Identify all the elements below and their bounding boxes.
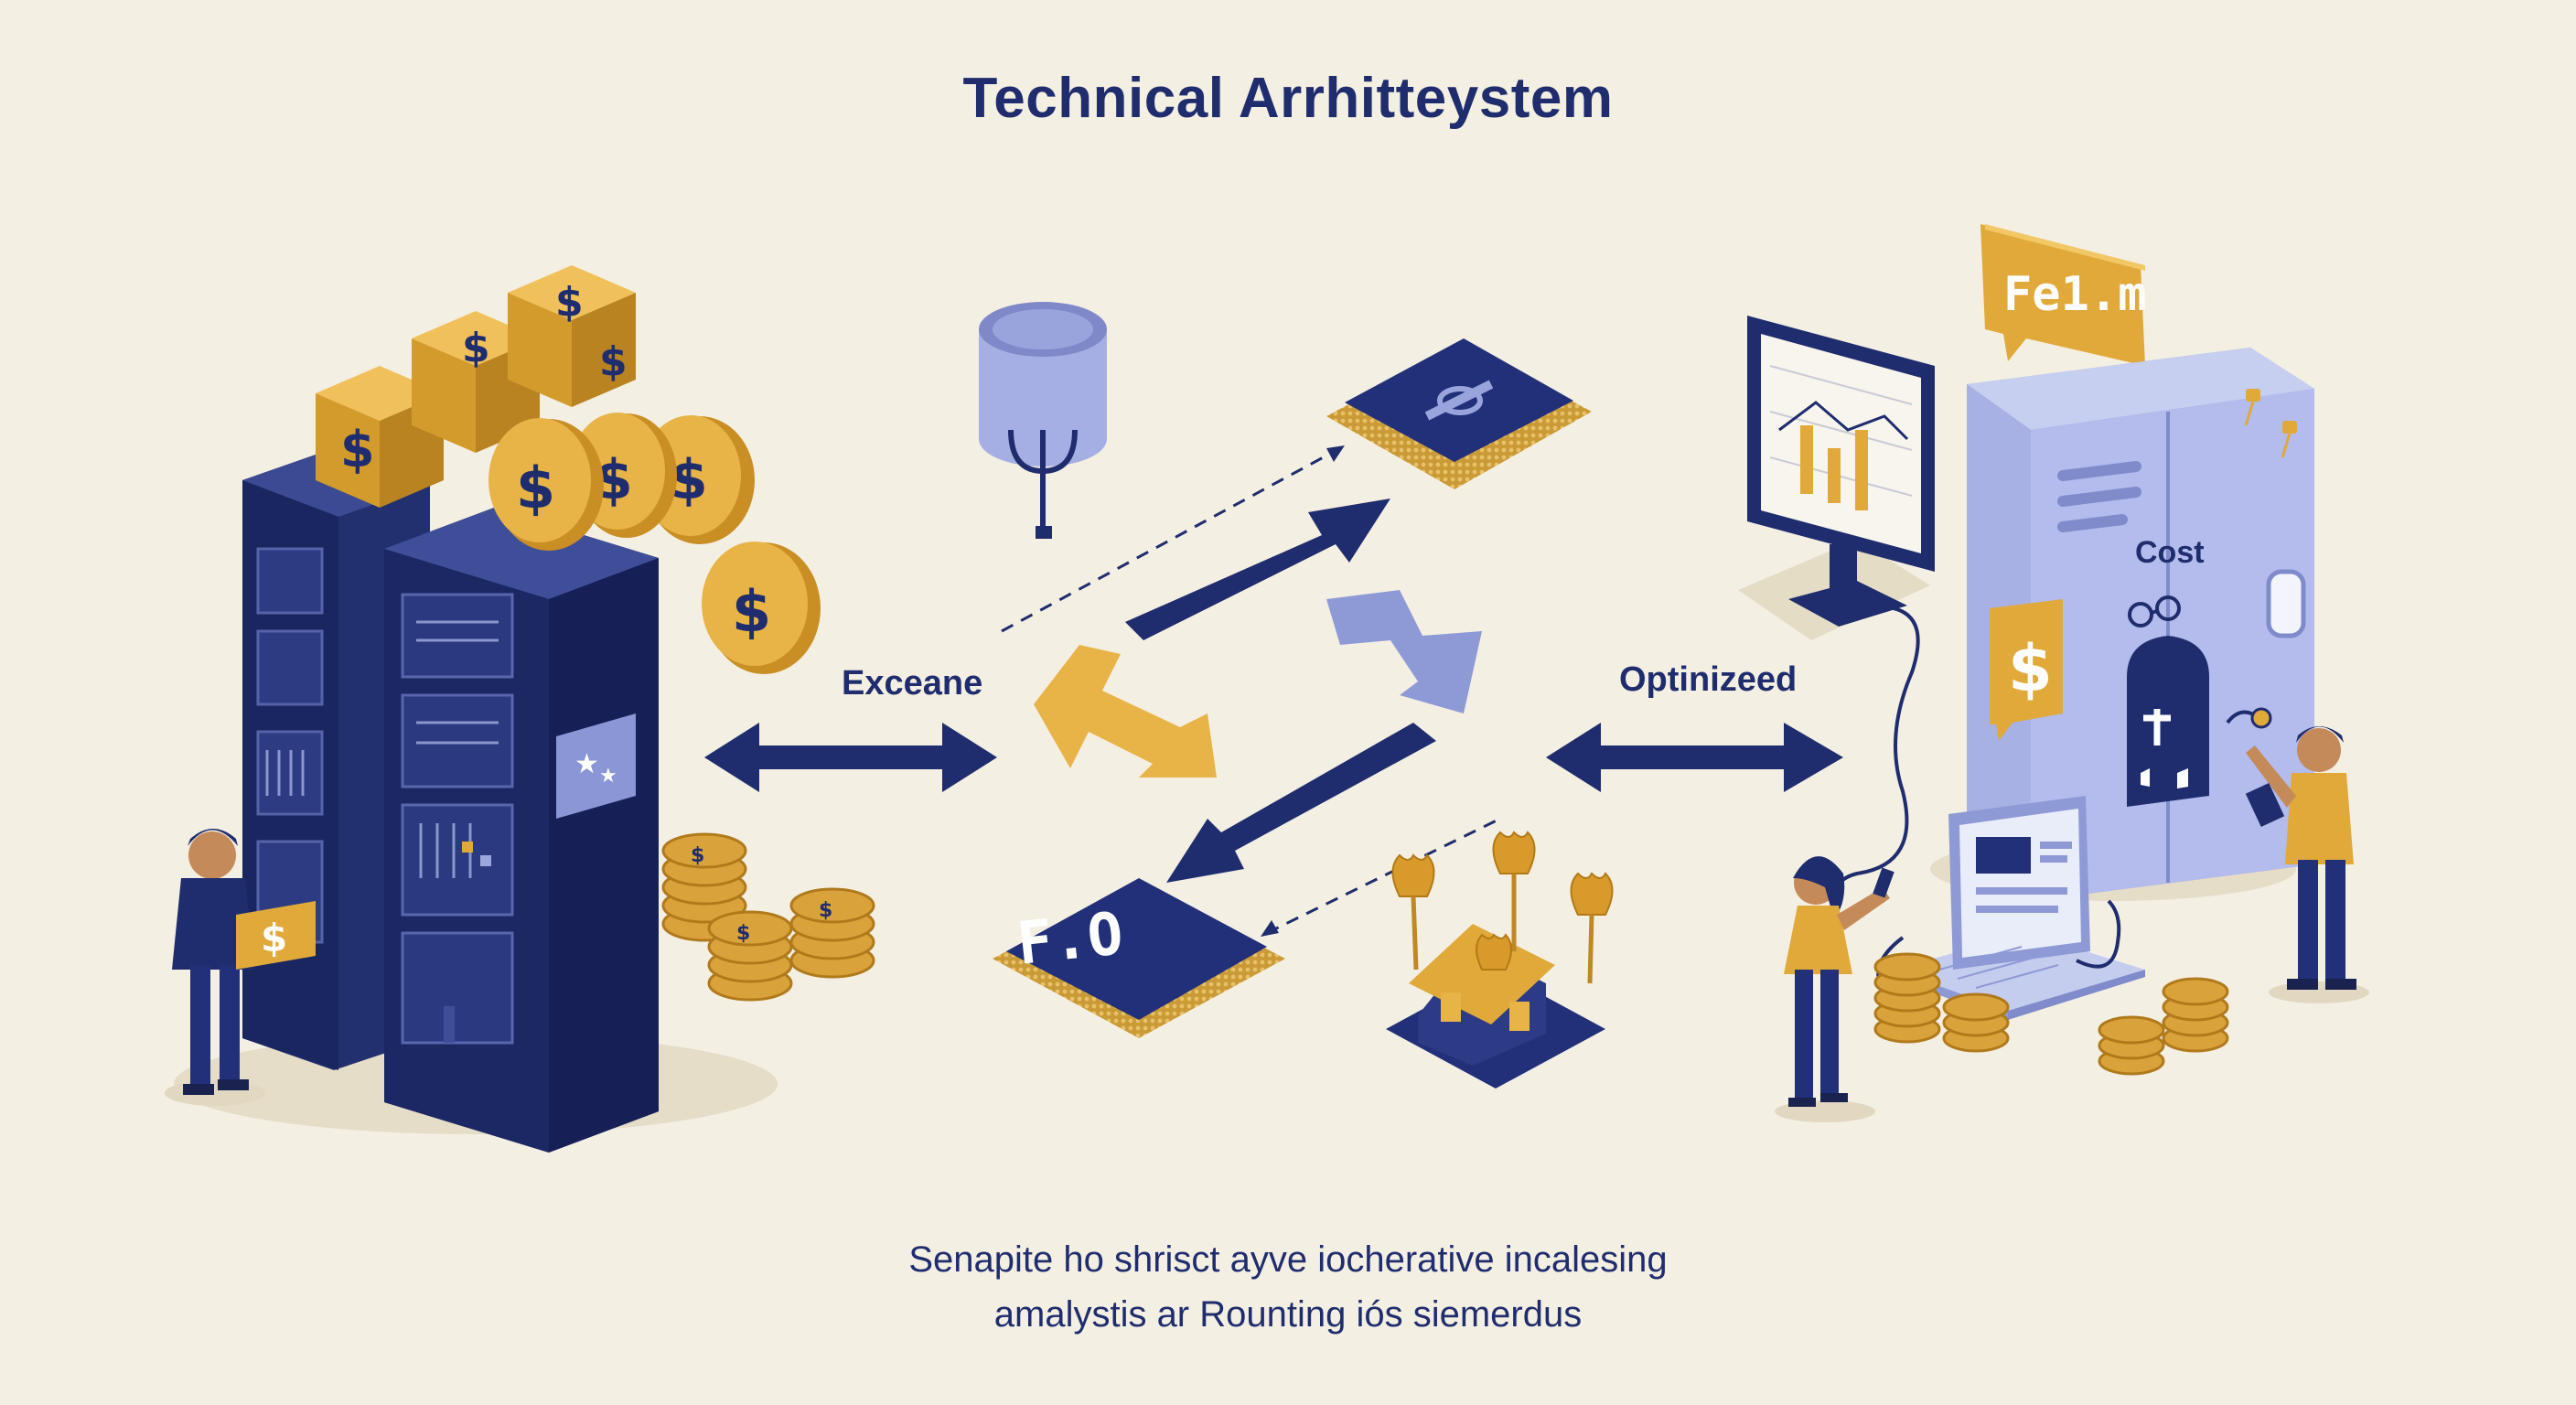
dollar-box-icon: $ $ $ $ [316, 265, 636, 508]
person-icon: $ [165, 829, 316, 1106]
flow-arrow-lavender [1326, 590, 1482, 713]
svg-text:★: ★ [599, 765, 617, 788]
bubble-label: Fe1.m [2003, 267, 2147, 322]
cost-cabinet: $ [1930, 348, 2314, 901]
tulip-icon [1391, 831, 1614, 984]
dollar-coin-icon: $ $ $ $ [488, 413, 821, 674]
flow-arrow-up [1125, 499, 1390, 640]
svg-text:$: $ [340, 421, 375, 478]
svg-text:$: $ [462, 325, 490, 371]
cost-label: Cost [2135, 535, 2205, 570]
chip-label: F.O [1014, 900, 1127, 979]
svg-text:$: $ [261, 916, 287, 960]
exchange-arrow [704, 723, 997, 792]
person-icon [1775, 856, 1894, 1122]
caption-line-1: Senapite ho shrisct ayve iocherative inc… [908, 1239, 1668, 1280]
optimized-label: Optinizeed [1619, 660, 1798, 699]
svg-text:$: $ [599, 338, 628, 385]
flow-arrow-gold [1034, 645, 1217, 778]
flow-arrow-down [1166, 723, 1436, 883]
svg-text:$: $ [819, 899, 832, 922]
processor-chip-icon [1326, 338, 1592, 489]
database-cylinder-icon [979, 302, 1107, 539]
svg-text:$: $ [691, 844, 704, 867]
coin-stack-icon: $ $ $ [661, 832, 875, 1002]
page-title: Technical Arrhitteystem [962, 67, 1614, 130]
svg-text:$: $ [732, 578, 771, 645]
svg-text:$: $ [516, 455, 555, 521]
server-rack-icon: ★ ★ [174, 448, 778, 1153]
optimized-arrow [1546, 723, 1843, 792]
person-icon [2245, 726, 2369, 1003]
speech-bubble-icon [1980, 224, 2145, 366]
caption-line-2: amalystis ar Rounting iós siemerdus [993, 1294, 1583, 1335]
processor-chip-icon [993, 878, 1285, 1038]
svg-text:$: $ [555, 279, 584, 326]
svg-text:$: $ [736, 922, 750, 945]
laptop-icon [1894, 796, 2145, 1020]
house-icon [1386, 924, 1605, 1089]
tag-icon [2244, 389, 2297, 458]
star-icon: ★ [574, 748, 599, 780]
coin-stack-icon [1873, 952, 2229, 1076]
exchange-label: Exceane [842, 664, 983, 702]
monitor-chart-icon [1738, 316, 1935, 640]
dashed-connector [1266, 817, 1501, 935]
dollar-symbol: $ [2008, 631, 2053, 706]
